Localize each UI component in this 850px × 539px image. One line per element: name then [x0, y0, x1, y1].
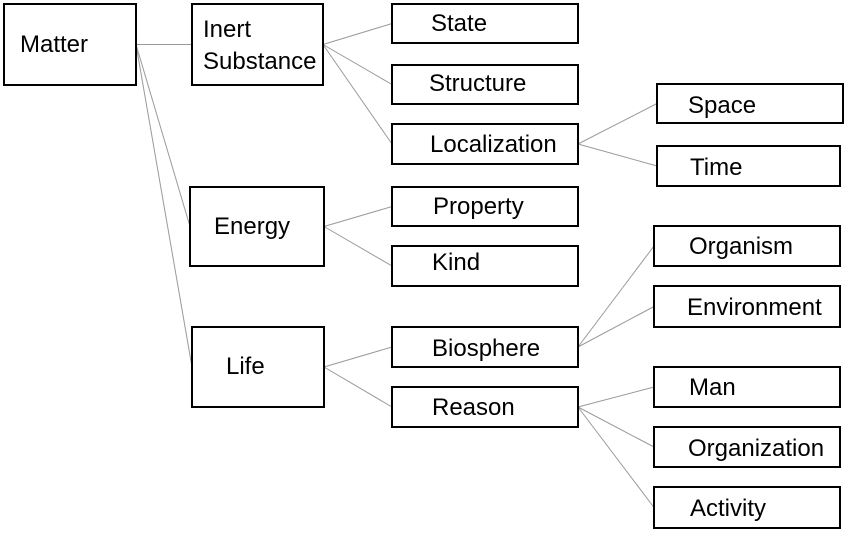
node-space: Space: [656, 83, 844, 124]
edge-matter-to-life: [135, 44, 193, 368]
node-label-property: Property: [433, 193, 524, 220]
node-box-life: [191, 326, 325, 408]
node-localization: Localization: [391, 123, 579, 165]
edge-inert-to-localization: [322, 44, 393, 145]
node-energy: Energy: [189, 186, 325, 267]
node-kind: Kind: [391, 245, 579, 287]
node-label-time: Time: [690, 154, 742, 181]
node-label-man: Man: [689, 374, 736, 401]
node-label-kind: Kind: [432, 249, 480, 276]
node-box-structure: [391, 64, 579, 105]
node-box-kind: [391, 245, 579, 287]
node-box-space: [656, 83, 844, 124]
edge-inert-to-structure: [322, 44, 393, 85]
node-biosphere: Biosphere: [391, 326, 579, 368]
node-box-biosphere: [391, 326, 579, 368]
node-label-inert-line-1: Inert: [203, 16, 251, 43]
node-time: Time: [656, 145, 841, 187]
node-structure: Structure: [391, 64, 579, 105]
node-label-life: Life: [226, 353, 265, 380]
node-label-environment: Environment: [687, 294, 822, 321]
edge-localization-to-time: [577, 143, 658, 167]
edge-energy-to-property: [323, 206, 393, 227]
node-reason: Reason: [391, 386, 579, 428]
node-box-organization: [653, 426, 841, 468]
edge-biosphere-to-environment: [577, 306, 655, 348]
node-box-organism: [653, 225, 841, 267]
node-box-matter: [3, 3, 137, 86]
node-box-activity: [653, 486, 841, 529]
node-label-organism: Organism: [689, 233, 793, 260]
edge-matter-to-energy: [135, 44, 191, 227]
edge-biosphere-to-organism: [577, 245, 655, 348]
node-man: Man: [653, 366, 841, 408]
node-box-environment: [653, 285, 841, 328]
edge-reason-to-organization: [577, 406, 655, 448]
node-label-space: Space: [688, 92, 756, 119]
node-box-reason: [391, 386, 579, 428]
edge-energy-to-kind: [323, 226, 393, 267]
edge-reason-to-man: [577, 386, 655, 408]
node-label-activity: Activity: [690, 495, 766, 522]
node-label-energy: Energy: [214, 213, 290, 240]
node-organism: Organism: [653, 225, 841, 267]
node-organization: Organization: [653, 426, 841, 468]
node-label-matter: Matter: [20, 31, 88, 58]
node-box-time: [656, 145, 841, 187]
node-label-reason: Reason: [432, 394, 515, 421]
node-box-localization: [391, 123, 579, 165]
edge-life-to-biosphere: [323, 346, 393, 368]
edge-localization-to-space: [577, 103, 658, 145]
node-label-organization: Organization: [688, 435, 824, 462]
edge-life-to-reason: [323, 366, 393, 408]
node-box-property: [391, 186, 579, 227]
edge-reason-to-activity: [577, 406, 655, 508]
node-box-inert: [191, 3, 324, 86]
node-label-state: State: [431, 10, 487, 37]
node-box-energy: [189, 186, 325, 267]
edge-inert-to-state: [322, 23, 393, 45]
node-label-biosphere: Biosphere: [432, 335, 540, 362]
node-matter: Matter: [3, 3, 137, 86]
node-state: State: [391, 3, 579, 44]
node-label-localization: Localization: [430, 131, 557, 158]
node-property: Property: [391, 186, 579, 227]
node-life: Life: [191, 326, 325, 408]
node-label-inert-line-2: Substance: [203, 48, 316, 75]
connector-lines: [135, 23, 658, 508]
node-label-structure: Structure: [429, 70, 526, 97]
node-environment: Environment: [653, 285, 841, 328]
node-box-man: [653, 366, 841, 408]
node-activity: Activity: [653, 486, 841, 529]
node-box-state: [391, 3, 579, 44]
